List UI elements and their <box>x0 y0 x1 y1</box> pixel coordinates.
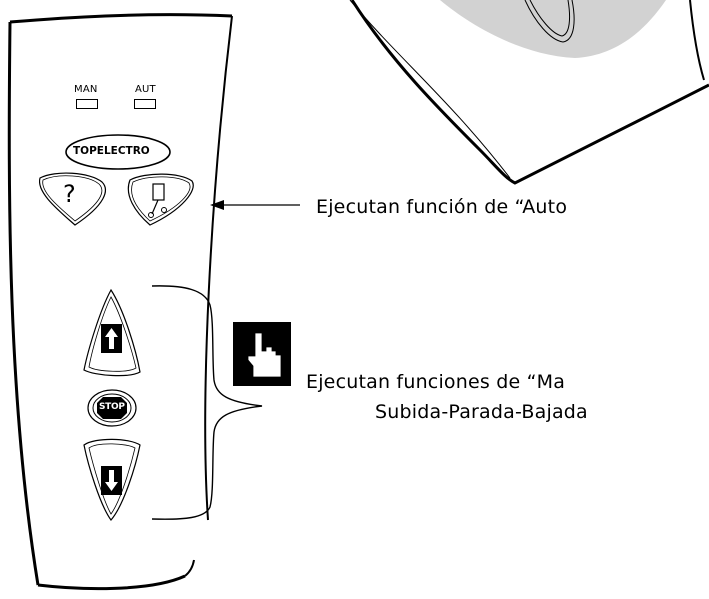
help-button-label: ? <box>63 180 76 208</box>
brand-logo: TOPELECTRO <box>73 145 150 157</box>
stop-button[interactable] <box>87 389 137 427</box>
manual-bracket <box>151 285 263 520</box>
manual-caption-line1: Ejecutan funciones de “Ma <box>306 371 566 393</box>
stop-button-label: STOP <box>99 402 125 412</box>
auto-button-shape[interactable] <box>127 173 194 226</box>
remote-body <box>7 13 233 591</box>
help-button-shape[interactable] <box>38 172 106 226</box>
receiver-housing <box>349 0 709 185</box>
brand-oval <box>65 134 171 170</box>
down-button[interactable] <box>83 438 141 521</box>
indicator-aut-label: AUT <box>135 84 156 95</box>
up-button[interactable] <box>83 288 141 377</box>
indicator-man-led <box>76 99 98 109</box>
indicator-man-label: MAN <box>74 84 98 95</box>
hand-pointer-icon <box>233 322 291 386</box>
auto-caption: Ejecutan función de “Auto <box>316 196 568 218</box>
auto-arrow <box>210 200 300 210</box>
manual-caption-line2: Subida-Parada-Bajada <box>375 401 588 423</box>
indicator-aut-led <box>134 99 156 109</box>
